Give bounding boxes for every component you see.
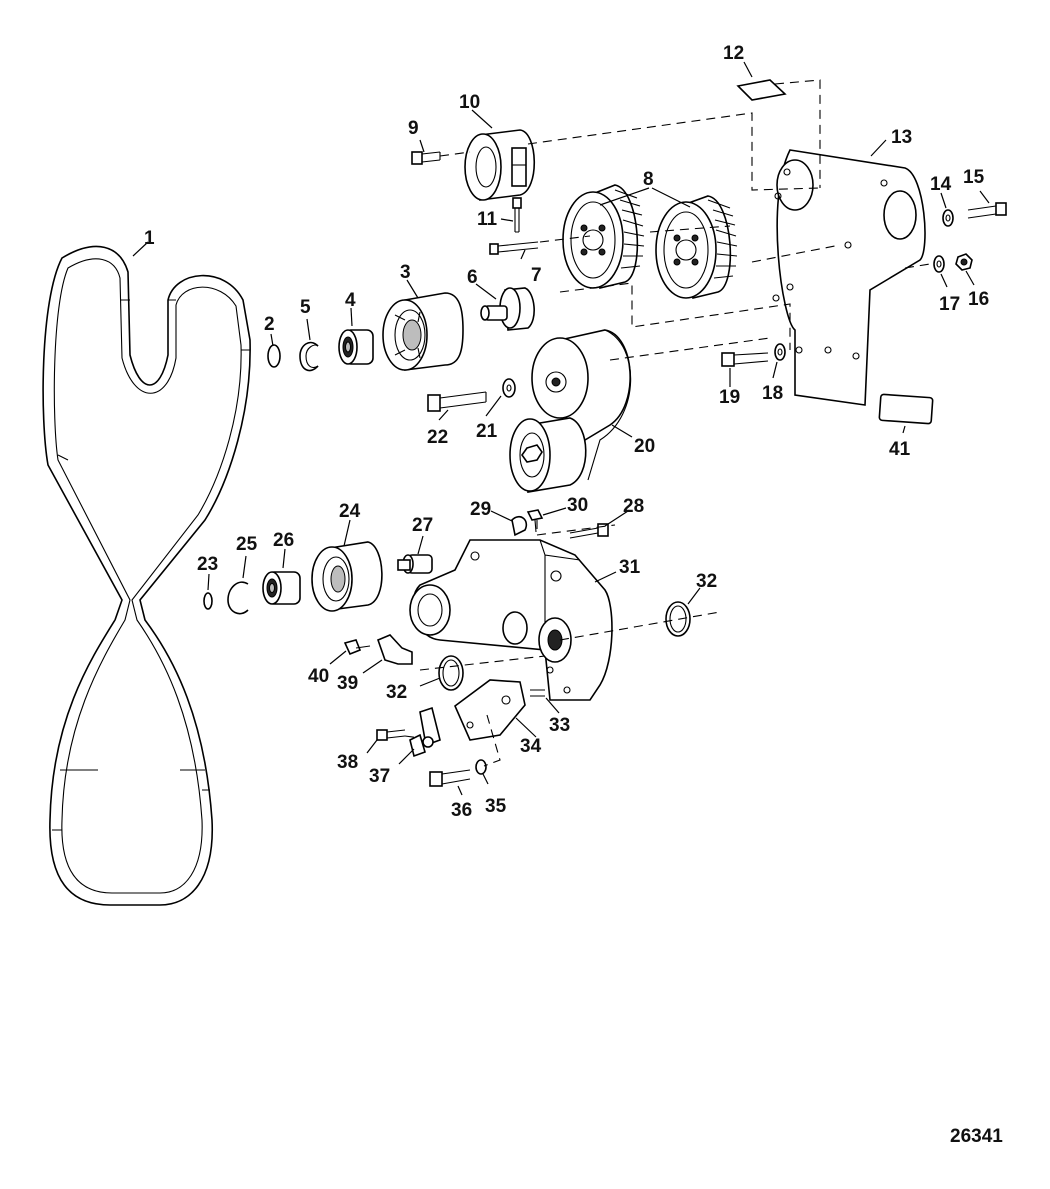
drive-belt xyxy=(42,245,251,906)
callout-30: 30 xyxy=(567,495,588,516)
bearing-26 xyxy=(262,571,301,605)
callout-39: 39 xyxy=(337,673,358,694)
callout-9: 9 xyxy=(408,118,419,139)
decal-41 xyxy=(878,393,934,425)
clip-29 xyxy=(511,515,528,537)
callout-24b: 24 xyxy=(339,501,361,522)
callout-28: 28 xyxy=(623,496,644,517)
callout-35: 35 xyxy=(485,796,507,817)
callout-11: 11 xyxy=(477,209,498,230)
drive-pulley-right xyxy=(655,195,738,299)
sensor-37 xyxy=(409,706,441,758)
bolt-22 xyxy=(427,391,487,412)
callout-32b: 32 xyxy=(386,682,407,703)
leader-lines xyxy=(132,61,990,796)
shaft-27 xyxy=(397,554,433,574)
callout-29: 29 xyxy=(470,499,491,520)
callout-22: 22 xyxy=(427,427,448,448)
callout-19: 19 xyxy=(719,387,740,408)
callout-labels: 1 2 3 4 5 6 7 8 9 10 11 12 13 14 15 16 1… xyxy=(144,43,989,821)
snap-ring-small xyxy=(267,344,281,368)
callout-27: 27 xyxy=(412,515,433,536)
retaining-ring xyxy=(299,341,319,372)
idler-pulley-24 xyxy=(311,541,383,612)
clamp-collar xyxy=(464,129,536,201)
callout-16: 16 xyxy=(968,289,989,310)
callout-3: 3 xyxy=(400,262,411,283)
screw-40 xyxy=(343,639,371,656)
callout-34: 34 xyxy=(520,736,542,757)
pin-33 xyxy=(530,689,545,697)
washer-14 xyxy=(942,209,954,227)
tensioner-housing xyxy=(409,539,613,701)
callout-12: 12 xyxy=(723,43,744,64)
washer-21 xyxy=(502,378,516,398)
o-ring-left xyxy=(438,655,464,691)
callout-6: 6 xyxy=(467,267,478,288)
washer-35 xyxy=(475,759,487,775)
snap-ring-23 xyxy=(203,592,213,610)
callout-26: 26 xyxy=(273,530,294,551)
callout-8: 8 xyxy=(643,169,654,190)
o-ring-right xyxy=(665,601,691,637)
callout-41: 41 xyxy=(889,439,911,460)
bolt-11 xyxy=(512,197,522,233)
bearing xyxy=(338,329,374,365)
callout-13: 13 xyxy=(891,127,912,148)
callout-21: 21 xyxy=(476,421,498,442)
retaining-ring-25 xyxy=(227,581,249,615)
callout-32a: 32 xyxy=(696,571,717,592)
callout-38: 38 xyxy=(337,752,358,773)
mounting-bracket xyxy=(772,149,926,406)
callout-20: 20 xyxy=(634,436,655,457)
callout-14: 14 xyxy=(930,174,952,195)
bolt-36 xyxy=(429,769,471,787)
callout-37: 37 xyxy=(369,766,390,787)
callout-18: 18 xyxy=(762,383,783,404)
fitting-39 xyxy=(376,634,413,665)
bolt-7 xyxy=(489,241,539,255)
callout-2: 2 xyxy=(264,314,275,335)
nut-16 xyxy=(955,253,973,271)
callout-1: 1 xyxy=(144,228,155,249)
figure-number: 26341 xyxy=(950,1126,1003,1147)
callout-15: 15 xyxy=(963,167,985,188)
small-plate xyxy=(736,79,787,101)
callout-10: 10 xyxy=(459,92,480,113)
callout-5: 5 xyxy=(300,297,311,318)
callout-40: 40 xyxy=(308,666,329,687)
callout-33: 33 xyxy=(549,715,570,736)
alignment-lines xyxy=(404,79,931,767)
pulley-stud xyxy=(480,287,535,331)
bracket-plate xyxy=(454,679,526,741)
callout-4: 4 xyxy=(345,290,356,311)
callout-24: 25 xyxy=(236,534,258,555)
callout-23: 23 xyxy=(197,554,218,575)
idler-pulley xyxy=(382,292,464,371)
screw-30 xyxy=(526,509,544,533)
washer-17 xyxy=(933,255,945,273)
bolt-15 xyxy=(967,202,1007,219)
callout-31: 31 xyxy=(619,557,641,578)
callout-36: 36 xyxy=(451,800,472,821)
belt-tensioner xyxy=(509,329,632,493)
washer-18 xyxy=(774,343,786,361)
bolt-19 xyxy=(721,352,769,367)
bolt-9 xyxy=(411,151,441,165)
screw-38 xyxy=(376,729,406,741)
drive-pulley-left xyxy=(562,184,645,289)
callout-7: 7 xyxy=(531,265,542,286)
callout-17: 17 xyxy=(939,294,960,315)
bolt-28 xyxy=(569,523,609,539)
